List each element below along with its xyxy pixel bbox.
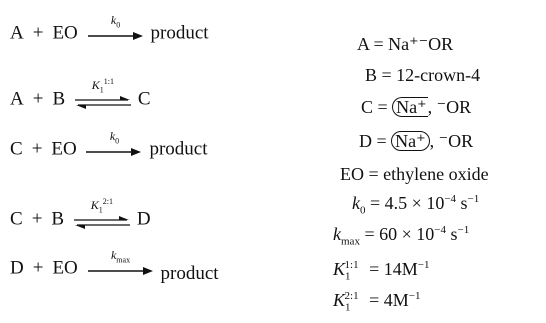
equilibrium-arrow-icon [73, 216, 130, 229]
forward-arrow: k0 [87, 14, 145, 47]
reaction-1: A + EO k0 product [10, 14, 209, 47]
rate-constant-label: k0 [109, 129, 120, 146]
definition-k0: k0 = 4.5 × 10−4 s−1 [352, 193, 480, 217]
forward-arrow-icon [87, 32, 143, 40]
product-label: product [149, 138, 208, 160]
sandwich-complex-ring: Na⁺ [391, 131, 430, 151]
product-d: D [136, 208, 151, 230]
reactant-c: C [10, 138, 23, 160]
rate-constant-label: k0 [110, 13, 121, 30]
reactant-eo: EO [52, 22, 78, 44]
reactant-b: B [52, 88, 66, 110]
definition-a: A = Na⁺⁻OR [357, 34, 454, 54]
plus-sign: + [31, 208, 43, 230]
product-label: product [150, 22, 209, 44]
forward-arrow-icon [86, 148, 142, 156]
forward-arrow: kmax [87, 249, 155, 282]
rate-constant-label: kmax [110, 248, 131, 265]
equilibrium-arrow: K12:1 [73, 198, 131, 233]
crown-complex-ring: Na⁺ [392, 97, 428, 117]
definition-kmax: kmax = 60 × 10−4 s−1 [333, 224, 470, 248]
equilibrium-constant-label: K12:1 [90, 197, 113, 215]
equilibrium-constant-label: K11:1 [91, 77, 115, 95]
definition-c: C = Na⁺, ⁻OR [361, 97, 472, 117]
forward-arrow: k0 [85, 130, 143, 163]
reactant-d: D [10, 257, 24, 279]
plus-sign: + [32, 22, 44, 44]
reaction-3: C + EO k0 product [10, 130, 208, 163]
definition-k11: K11:1 = 14M−1 [333, 259, 430, 283]
reactant-eo: EO [52, 257, 78, 279]
reactant-a: A [10, 88, 24, 110]
definition-b: B = 12-crown-4 [365, 65, 481, 85]
reactant-eo: EO [51, 138, 77, 160]
plus-sign: + [31, 138, 43, 160]
definition-d: D = Na⁺, ⁻OR [359, 131, 474, 151]
plus-sign: + [32, 88, 44, 110]
plus-sign: + [32, 257, 44, 279]
reactant-b: B [51, 208, 65, 230]
equilibrium-arrow-icon [74, 96, 131, 109]
definition-eo: EO = ethylene oxide [340, 164, 489, 184]
product-c: C [137, 88, 151, 110]
reaction-4: C + B K12:1 D [10, 198, 151, 233]
product-label: product [160, 263, 219, 285]
reaction-5: D + EO kmax product [10, 249, 219, 285]
reactant-a: A [10, 22, 24, 44]
reactant-c: C [10, 208, 23, 230]
equilibrium-arrow: K11:1 [74, 78, 132, 113]
forward-arrow-icon [87, 267, 153, 275]
reaction-2: A + B K11:1 C [10, 78, 151, 113]
definition-k21: K12:1 = 4M−1 [333, 290, 421, 314]
